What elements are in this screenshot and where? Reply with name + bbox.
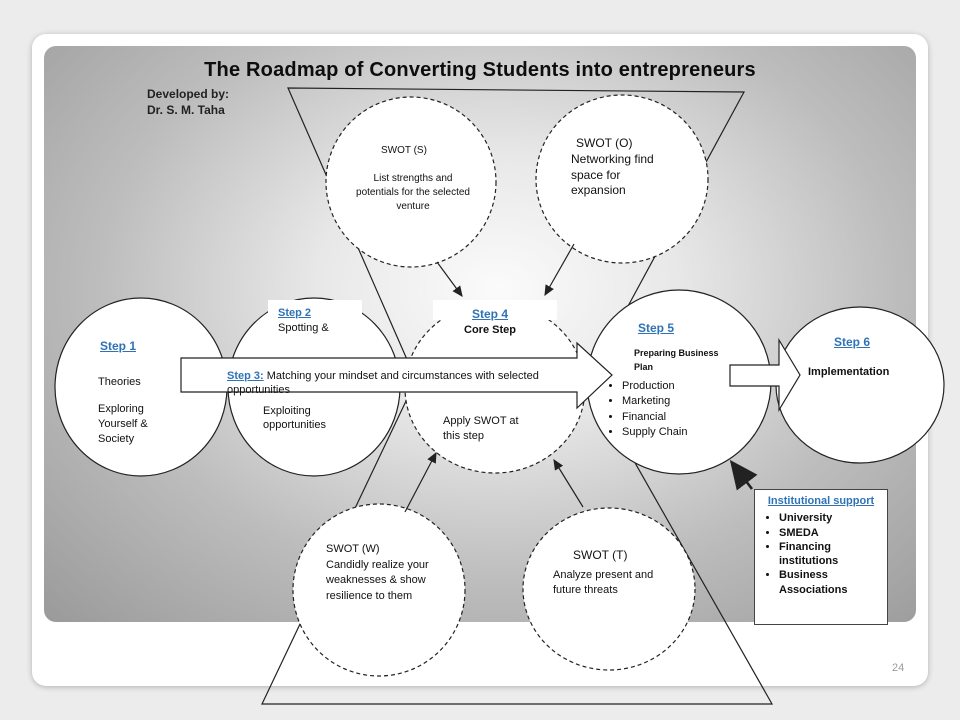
step6-label[interactable]: Step 6 (834, 335, 871, 349)
step2-label[interactable]: Step 2 (278, 307, 312, 319)
swot-s-circle (325, 96, 497, 268)
developer-credit: Developed by: Dr. S. M. Taha (147, 86, 229, 118)
page-number: 24 (892, 662, 905, 674)
step4-core-step: Core Step (464, 324, 516, 336)
swot-s-title: SWOT (S) (381, 145, 427, 156)
swot-t-title: SWOT (T) (573, 548, 628, 562)
page-title: The Roadmap of Converting Students into … (204, 59, 756, 81)
step3-desc: Matching your mindset and circumstances … (227, 370, 539, 396)
step5-heading: Preparing Business Plan (634, 348, 719, 373)
swot-t-circle (522, 507, 696, 671)
s-to-step4-arrow (436, 261, 463, 297)
institutional-arrow (729, 459, 758, 491)
step4-label[interactable]: Step 4 (472, 307, 509, 321)
step5-item-marketing: Marketing (622, 394, 687, 408)
step5-item-production: Production (622, 379, 687, 393)
w-to-step4-arrow (404, 451, 437, 513)
step4-label-patch (433, 300, 557, 320)
swot-t-text: Analyze present and future threats (553, 569, 654, 596)
institutional-support-box: Institutional support University SMEDA F… (754, 489, 888, 625)
step5-list: Production Marketing Financial Supply Ch… (608, 378, 687, 440)
step5-to-step6-arrow (729, 337, 801, 413)
step2-line1: Spotting & (278, 322, 329, 334)
institution-financing: Financing institutions (779, 540, 887, 569)
swot-o-text: Networking find space for expansion (571, 152, 654, 198)
step5-item-financial: Financial (622, 410, 687, 424)
institutional-heading[interactable]: Institutional support (767, 495, 875, 507)
step5-item-supply-chain: Supply Chain (622, 425, 687, 439)
swot-w-title: SWOT (W) (326, 543, 380, 555)
step6-circle (775, 306, 945, 464)
developed-by-label: Developed by: (147, 87, 230, 101)
step1-text: Theories Exploring Yourself & Society (98, 375, 184, 446)
step3-text: Step 3: Matching your mindset and circum… (227, 370, 577, 398)
step3-label[interactable]: Step 3: (227, 370, 264, 382)
swot-w-circle (292, 503, 466, 677)
step6-implementation: Implementation (808, 366, 890, 378)
swot-o-title: SWOT (O) (576, 136, 633, 150)
t-to-step4-arrow (553, 458, 584, 508)
author-name: Dr. S. M. Taha (147, 103, 225, 118)
swot-o-circle (535, 94, 709, 264)
step2-label-patch (268, 300, 362, 320)
o-to-step4-arrow (544, 243, 575, 297)
swot-s-text: List strengths and potentials for the se… (356, 173, 470, 212)
step4-apply-swot: Apply SWOT at this step (443, 415, 519, 443)
institution-business-associations: Business Associations (779, 568, 887, 597)
step5-label[interactable]: Step 5 (638, 321, 675, 335)
step1-line-exploring: Exploring Yourself & Society (98, 402, 148, 445)
step2-line2: Exploiting opportunities (263, 405, 326, 431)
step3-arrow (180, 341, 613, 410)
institution-smeda: SMEDA (779, 526, 887, 540)
step1-label[interactable]: Step 1 (100, 339, 137, 353)
swot-w-text: Candidly realize your weaknesses & show … (326, 559, 429, 602)
institution-university: University (779, 511, 887, 525)
step1-line-theories: Theories (98, 376, 141, 388)
